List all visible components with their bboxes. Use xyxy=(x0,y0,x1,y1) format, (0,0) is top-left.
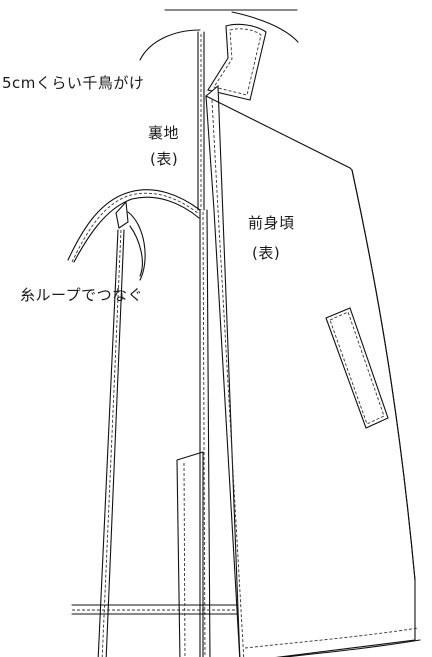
collar xyxy=(164,9,299,101)
lining-hem xyxy=(67,189,201,263)
lining-panel xyxy=(197,31,211,657)
lining-lower-band xyxy=(71,604,241,615)
stitch-note-label: 5cmくらい千鳥がけ xyxy=(2,74,145,92)
pocket xyxy=(325,307,389,429)
lining-left-edge xyxy=(97,229,125,657)
front-body-panel xyxy=(205,84,421,657)
lining-label: 裏地 xyxy=(148,124,180,142)
loop-leader-line xyxy=(129,225,143,277)
front-body-side-label: (表) xyxy=(252,244,281,262)
thread-loop-note-label: 糸ループでつなぐ xyxy=(20,286,144,304)
front-body-label: 前身頃 xyxy=(248,214,295,232)
facing-strip xyxy=(176,451,204,657)
lining-side-label: (表) xyxy=(150,150,179,168)
stitch-leader-line xyxy=(139,29,201,61)
thread-loop xyxy=(115,201,146,281)
